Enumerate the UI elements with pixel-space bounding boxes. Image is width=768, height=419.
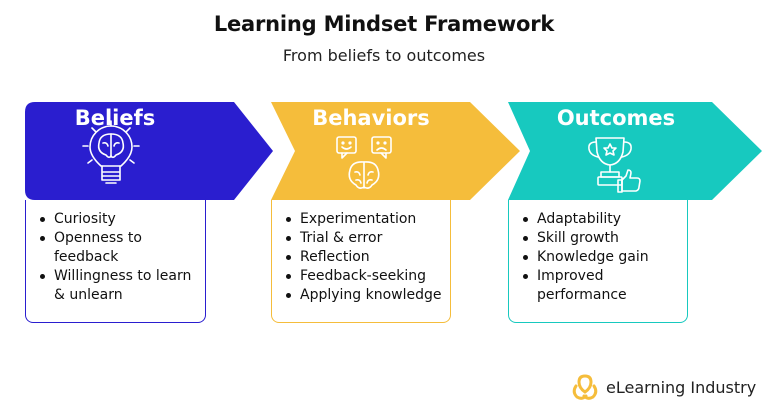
elearning-industry-logo-icon <box>572 374 598 400</box>
page-subtitle: From beliefs to outcomes <box>282 46 486 65</box>
beliefs-card: Curiosity Openness to feedback Willingne… <box>25 200 206 323</box>
behaviors-arrow <box>271 102 520 200</box>
list-item: Improved performance <box>523 267 681 305</box>
list-item: Reflection <box>286 248 444 267</box>
stage-title-beliefs: Beliefs <box>74 106 156 130</box>
list-item: Trial & error <box>286 229 444 248</box>
list-item: Feedback-seeking <box>286 267 444 286</box>
list-item: Experimentation <box>286 210 444 229</box>
behaviors-list: Experimentation Trial & error Reflection… <box>272 200 450 305</box>
list-item: Applying knowledge <box>286 286 444 305</box>
brain-feedback-faces-icon <box>336 136 392 189</box>
outcomes-card: Adaptability Skill growth Knowledge gain… <box>508 200 688 323</box>
page-title: Learning Mindset Framework <box>213 12 555 36</box>
beliefs-list: Curiosity Openness to feedback Willingne… <box>26 200 205 305</box>
brain-lightbulb-icon <box>82 120 140 184</box>
outcomes-arrow <box>508 102 762 200</box>
list-item: Knowledge gain <box>523 248 681 267</box>
trophy-thumbs-up-icon <box>588 137 641 193</box>
brand-name: eLearning Industry <box>606 377 757 397</box>
list-item: Openness to feedback <box>40 229 199 267</box>
stage-title-outcomes: Outcomes <box>556 106 676 130</box>
brand-logo: eLearning Industry <box>570 372 756 402</box>
list-item: Skill growth <box>523 229 681 248</box>
list-item: Curiosity <box>40 210 199 229</box>
stage-title-behaviors: Behaviors <box>312 106 430 130</box>
list-item: Willingness to learn & unlearn <box>40 267 199 305</box>
behaviors-card: Experimentation Trial & error Reflection… <box>271 200 451 323</box>
list-item: Adaptability <box>523 210 681 229</box>
stage-arrows <box>25 102 762 200</box>
beliefs-arrow <box>25 102 273 200</box>
outcomes-list: Adaptability Skill growth Knowledge gain… <box>509 200 687 305</box>
